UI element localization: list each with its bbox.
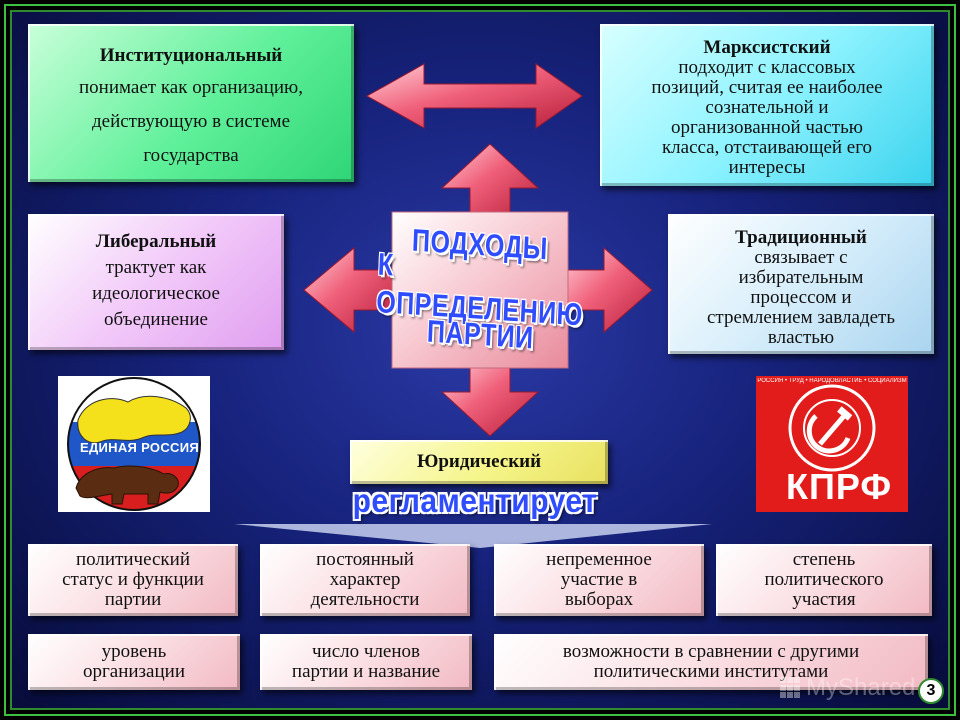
liberal-line-1: трактует как (105, 256, 207, 278)
feature-permanent-activity: постоянный характер деятельности (260, 544, 470, 616)
outer-frame (4, 4, 956, 716)
traditional-title: Традиционный (735, 227, 867, 248)
feature-3-line-3: выборах (564, 588, 634, 610)
institutional-box: Институциональный понимает как организац… (28, 24, 354, 182)
kprf-label: КПРФ (786, 466, 893, 507)
institutional-line-3: государства (143, 144, 239, 166)
kprf-ring-text: РОССИЯ • ТРУД • НАРОДОВЛАСТИЕ • СОЦИАЛИЗ… (757, 378, 907, 384)
feature-7-line-1: возможности в сравнении с другими (562, 641, 860, 663)
watermark: MyShared (780, 674, 915, 702)
up-arrow (440, 143, 540, 219)
marxist-line-1: подходит с классовых (678, 56, 856, 78)
legal-verb: регламентирует (352, 482, 598, 522)
feature-1-line-3: партии (104, 588, 162, 610)
institutional-title: Институциональный (99, 45, 283, 66)
traditional-line-5: властью (767, 326, 835, 348)
liberal-title: Либеральный (95, 231, 217, 252)
marxist-line-4: организованной частью (671, 116, 863, 138)
feature-7-line-2: политическими институтами (593, 661, 829, 682)
legal-title: Юридический (416, 451, 542, 473)
feature-1-line-1: политический (76, 549, 190, 571)
center-square (391, 211, 569, 369)
center-title: ПОДХОДЫ К ОПРЕДЕЛЕНИЮ ПАРТИИ (375, 212, 583, 368)
slide-canvas: ПОДХОДЫ К ОПРЕДЕЛЕНИЮ ПАРТИИ Институцион… (10, 10, 950, 710)
feature-4-line-3: участия (792, 588, 856, 610)
feature-6-line-1: число членов (312, 641, 420, 663)
center-title-line-3: ПАРТИИ (426, 314, 534, 356)
feature-1-line-2: статус и функции (62, 569, 204, 591)
marxist-line-5: класса, отстаивающей его (661, 136, 873, 158)
feature-comparison-institutions: возможности в сравнении с другими полити… (494, 634, 928, 690)
feature-members-name: число членов партии и название (260, 634, 472, 690)
legal-box: Юридический (350, 440, 608, 484)
liberal-line-3: объединение (104, 308, 208, 330)
feature-2-line-1: постоянный (316, 549, 414, 571)
feature-5-line-2: организации (82, 661, 185, 682)
feature-4-line-2: политического (764, 569, 884, 591)
liberal-line-2: идеологическое (92, 282, 220, 304)
feature-3-line-2: участие в (560, 569, 638, 591)
marxist-line-6: интересы (728, 156, 806, 178)
institutional-line-2: действующую в системе (91, 110, 291, 132)
legal-verb-text: регламентирует (352, 483, 598, 520)
institutional-line-1: понимает как организацию, (79, 76, 303, 98)
marxist-title: Марксистский (703, 37, 831, 58)
feature-participation-degree: степень политического участия (716, 544, 932, 616)
feature-organization-level: уровень организации (28, 634, 240, 690)
page-number: 3 (918, 678, 944, 704)
kprf-logo: РОССИЯ • ТРУД • НАРОДОВЛАСТИЕ • СОЦИАЛИЗ… (756, 376, 908, 512)
traditional-line-3: процессом и (750, 286, 852, 308)
feature-2-line-3: деятельности (310, 588, 420, 610)
traditional-line-2: избирательным (738, 266, 864, 288)
feature-status-functions: политический статус и функции партии (28, 544, 238, 616)
down-arrow (440, 361, 540, 437)
traditional-line-4: стремлением завладеть (706, 306, 896, 328)
united-russia-label: ЕДИНАЯ РОССИЯ (80, 440, 199, 455)
watermark-text: MyShared (806, 674, 916, 701)
feature-elections: непременное участие в выборах (494, 544, 704, 616)
marxist-box: Марксистский подходит с классовых позици… (600, 24, 934, 186)
traditional-box: Традиционный связывает с избирательным п… (668, 214, 934, 354)
feature-6-line-2: партии и название (291, 661, 441, 682)
bear-map-icon (67, 377, 201, 511)
arrows-layer (234, 63, 712, 548)
marxist-line-2: позиций, считая ее наиболее (651, 76, 883, 98)
feature-4-line-1: степень (792, 549, 856, 571)
marxist-line-3: сознательной и (705, 96, 829, 118)
traditional-line-1: связывает с (754, 246, 848, 268)
feature-5-line-1: уровень (101, 641, 167, 663)
grid-icon (780, 677, 802, 699)
feature-2-line-2: характер (329, 569, 401, 591)
fan-shape (234, 524, 712, 548)
liberal-box: Либеральный трактует как идеологическое … (28, 214, 284, 350)
united-russia-logo: ЕДИНАЯ РОССИЯ (58, 376, 210, 512)
top-double-arrow (365, 63, 583, 129)
feature-3-line-1: непременное (546, 549, 652, 571)
hammer-sickle-icon (788, 384, 876, 472)
